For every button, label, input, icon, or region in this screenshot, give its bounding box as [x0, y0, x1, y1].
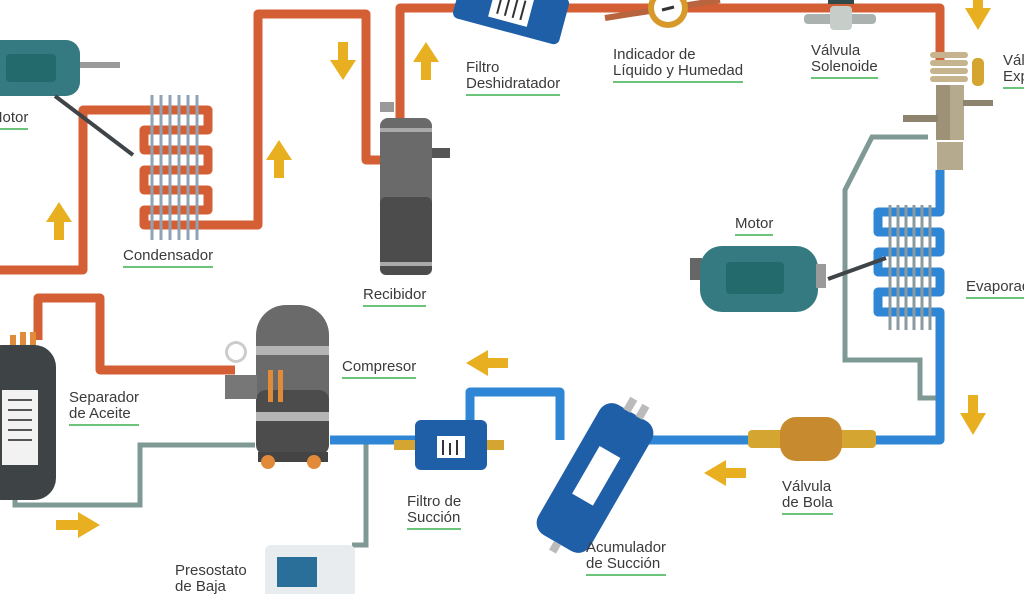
- label-line: de Succión: [586, 555, 661, 572]
- label-line: Deshidratador: [466, 75, 561, 92]
- label-line: Presostato: [175, 562, 247, 579]
- discharge-condenser-line: [0, 9, 382, 275]
- separador-aceite: [0, 332, 56, 500]
- label-line: Expansión: [1003, 68, 1024, 85]
- label-line: Compresor: [342, 358, 417, 375]
- label-line: Solenoide: [811, 58, 878, 75]
- label-line: de Baja: [175, 578, 226, 594]
- label-motor-evaporador: Motor: [735, 215, 774, 236]
- label-line: Filtro: [466, 59, 500, 76]
- label-line: Succión: [407, 509, 461, 526]
- arrow-left-icon: [466, 350, 508, 376]
- equalizer-line: [842, 134, 940, 401]
- label-line: Recibidor: [363, 286, 427, 303]
- arrow-down-icon: [330, 42, 356, 80]
- label-line: Acumulador: [586, 539, 667, 556]
- label-line: de Bola: [782, 494, 833, 511]
- evaporator-suction-line: [640, 170, 945, 445]
- arrow-up-icon: [46, 202, 72, 240]
- label-line: Válvula: [811, 42, 861, 59]
- evaporator-motor: [690, 246, 887, 312]
- arrow-down-icon: [965, 0, 991, 30]
- compresor: [225, 305, 329, 469]
- label-motor-condensador: Motor: [0, 109, 29, 130]
- label-line: Filtro de: [407, 493, 462, 510]
- arrow-right-icon: [56, 512, 100, 538]
- presostato-line: [352, 440, 369, 548]
- filtro-deshidratador: [453, 0, 570, 45]
- indicador-liquido: [604, 0, 721, 28]
- label-evaporador: Evaporador: [966, 279, 1024, 299]
- label-line: Separador: [69, 389, 140, 406]
- label-condensador: Condensador: [123, 247, 214, 268]
- label-line: Válvula: [1003, 52, 1024, 69]
- arrow-up-icon: [266, 140, 292, 178]
- compressor-separator-line: [33, 293, 235, 375]
- evaporator-fins: [888, 205, 932, 330]
- label-line: Motor: [0, 109, 29, 126]
- label-line: Evaporador: [966, 278, 1024, 295]
- filtro-succion: [394, 420, 504, 470]
- label-line: de Aceite: [69, 405, 131, 422]
- label-line: Motor: [735, 215, 774, 232]
- label-line: Indicador de: [613, 46, 696, 63]
- condenser-fins: [150, 95, 199, 240]
- flow-arrows: [46, 0, 991, 538]
- arrow-up-icon: [413, 42, 439, 80]
- valvula-solenoide: [804, 0, 876, 30]
- label-recibidor: Recibidor: [363, 286, 427, 307]
- presostato-baja: [265, 545, 355, 594]
- arrow-left-icon: [704, 460, 746, 486]
- condenser-motor: [0, 40, 135, 157]
- label-line: Líquido y Humedad: [613, 62, 744, 79]
- valvula-expansion: [903, 52, 993, 170]
- label-line: Válvula: [782, 478, 832, 495]
- label-compresor: Compresor: [342, 358, 417, 379]
- recibidor-tank: [380, 102, 450, 275]
- label-line: Condensador: [123, 247, 214, 264]
- acumulador-succion: [536, 396, 654, 554]
- arrow-down-icon: [960, 395, 986, 435]
- valvula-bola: [748, 417, 876, 461]
- label-valvula-expansion: VálvulaExpansión: [1003, 53, 1024, 89]
